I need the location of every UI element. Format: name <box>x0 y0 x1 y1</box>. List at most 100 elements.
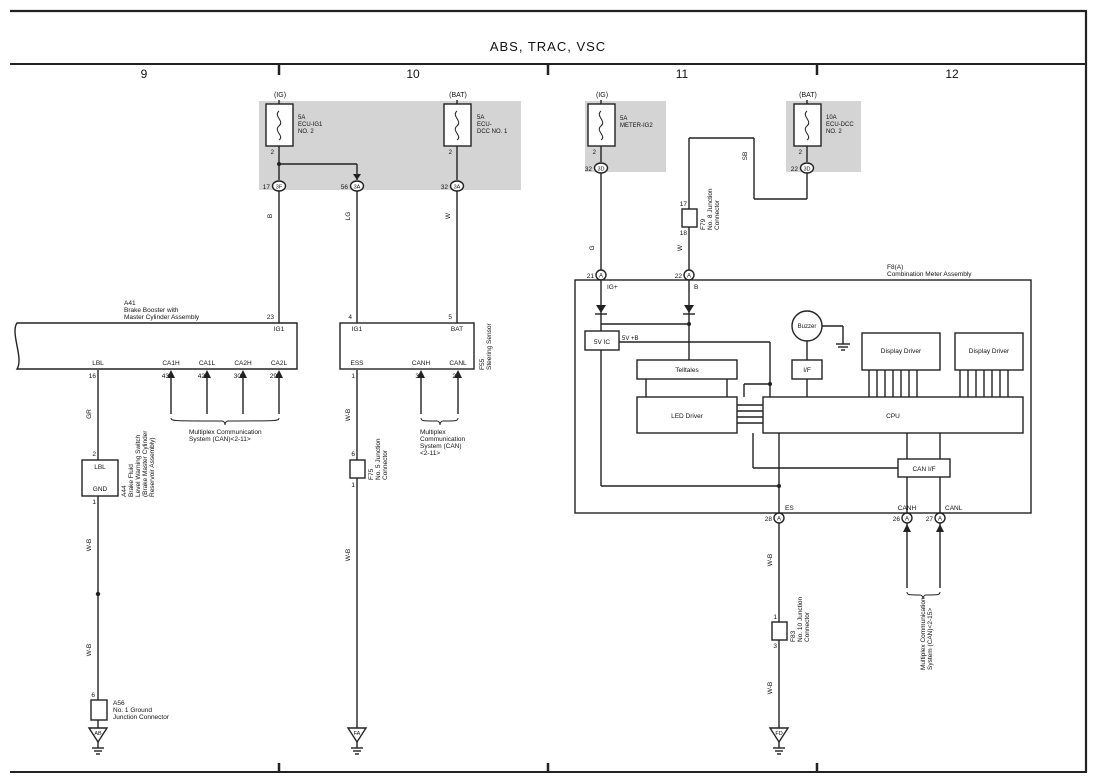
svg-text:CANH: CANH <box>898 505 917 512</box>
svg-text:GR: GR <box>86 409 93 419</box>
diagram-frame <box>10 9 1088 773</box>
svg-text:A: A <box>687 274 691 280</box>
svg-text:A44: A44 <box>121 485 128 497</box>
svg-text:ECU-IG1: ECU-IG1 <box>298 122 323 128</box>
svg-text:ECU-DCC: ECU-DCC <box>826 122 854 128</box>
svg-text:W: W <box>677 244 684 251</box>
svg-text:1: 1 <box>351 482 355 489</box>
svg-text:2: 2 <box>271 150 275 156</box>
svg-text:1: 1 <box>351 373 355 380</box>
svg-text:43: 43 <box>162 373 170 380</box>
svg-text:CANL: CANL <box>449 360 467 367</box>
svg-text:22: 22 <box>675 273 683 280</box>
svg-text:F55: F55 <box>479 358 486 370</box>
svg-text:<2-11>: <2-11> <box>420 450 440 457</box>
wires-left: B LG W <box>267 191 458 323</box>
svg-text:3F: 3F <box>276 185 283 191</box>
svg-text:CA1L: CA1L <box>199 360 216 367</box>
block-display-driver-2 <box>954 332 1024 371</box>
diagram-title: ABS, TRAC, VSC <box>490 39 606 54</box>
svg-text:F79: F79 <box>700 218 707 230</box>
svg-text:30: 30 <box>234 373 242 380</box>
connector-3a-bat: 3A 32 <box>441 146 465 192</box>
svg-text:17: 17 <box>263 184 271 191</box>
svg-text:Multiplex Communication: Multiplex Communication <box>189 429 262 436</box>
svg-text:G: G <box>589 245 596 250</box>
block-5v-ic <box>584 330 620 351</box>
svg-text:Level Warning Switch: Level Warning Switch <box>135 434 142 497</box>
svg-text:5V +B: 5V +B <box>622 336 639 342</box>
svg-text:Master Cylinder Assembly: Master Cylinder Assembly <box>124 314 200 321</box>
block-led-driver <box>636 396 738 434</box>
svg-text:Connector: Connector <box>804 611 811 642</box>
svg-text:2: 2 <box>452 373 456 380</box>
block-display-driver-1 <box>861 332 941 371</box>
svg-text:W-B: W-B <box>345 549 352 562</box>
svg-text:29: 29 <box>270 373 278 380</box>
fuse-ecu-dcc-no2: (BAT) 10A ECU-DCC NO. 2 2 <box>793 92 854 156</box>
wires-right-top: G SB W <box>589 137 808 270</box>
svg-text:10A: 10A <box>826 115 837 121</box>
svg-text:IG+: IG+ <box>607 284 618 291</box>
meter-pin-26-canh: A 26 <box>893 512 913 524</box>
svg-text:56: 56 <box>341 184 349 191</box>
svg-text:Communication: Communication <box>420 436 466 443</box>
svg-text:3: 3 <box>415 373 419 380</box>
svg-text:F83: F83 <box>790 630 797 642</box>
meter-pin-21-ig: A 21 <box>587 269 607 281</box>
f79-junction-connector: 17 18 F79 No. 8 Junction Connector <box>680 188 721 237</box>
svg-text:Junction Connector: Junction Connector <box>113 714 170 721</box>
svg-text:5: 5 <box>448 314 452 321</box>
svg-text:Display Driver: Display Driver <box>881 348 922 355</box>
svg-text:42: 42 <box>198 373 206 380</box>
svg-text:W-B: W-B <box>767 554 774 567</box>
svg-text:A41: A41 <box>124 300 136 307</box>
column-number-12: 12 <box>945 67 959 81</box>
fuse-ecu-dcc-no1: (BAT) 5A ECU- DCC NO. 1 2 <box>443 92 508 156</box>
svg-text:27: 27 <box>926 516 934 523</box>
column-number-9: 9 <box>141 67 148 81</box>
ground-point-ab: AB <box>87 727 109 755</box>
svg-text:2: 2 <box>799 150 803 156</box>
meter-pin-22-b: A 22 <box>675 269 695 281</box>
svg-text:DCC NO. 1: DCC NO. 1 <box>477 129 508 135</box>
svg-text:Multiplex Communication: Multiplex Communication <box>920 597 927 670</box>
column-number-10: 10 <box>406 67 420 81</box>
svg-text:4: 4 <box>348 314 352 321</box>
svg-text:No. 5 Junction: No. 5 Junction <box>375 438 382 480</box>
svg-text:W-B: W-B <box>345 409 352 422</box>
svg-text:System (CAN)<2-15>: System (CAN)<2-15> <box>927 608 934 670</box>
svg-text:No. 10 Junction: No. 10 Junction <box>797 596 804 642</box>
svg-text:3A: 3A <box>454 185 461 191</box>
svg-text:F75: F75 <box>368 468 375 480</box>
svg-text:1: 1 <box>773 614 777 621</box>
svg-text:NO. 2: NO. 2 <box>826 129 842 135</box>
svg-text:W-B: W-B <box>767 682 774 695</box>
svg-text:6: 6 <box>351 451 355 458</box>
svg-text:(Brake Master Cylinder: (Brake Master Cylinder <box>142 430 149 497</box>
svg-text:5A: 5A <box>620 116 627 122</box>
svg-text:BAT: BAT <box>451 326 463 333</box>
svg-text:26: 26 <box>893 516 901 523</box>
a44-brake-fluid-level-switch: GR 2 LBL GND 1 A44 Brake Fluid Level War… <box>81 370 156 700</box>
svg-text:Brake Booster with: Brake Booster with <box>124 307 179 314</box>
svg-text:Steering Sensor: Steering Sensor <box>486 323 493 370</box>
svg-text:A: A <box>599 274 603 280</box>
svg-text:2: 2 <box>92 451 96 458</box>
svg-text:FD: FD <box>775 731 782 737</box>
svg-text:ES: ES <box>785 505 794 512</box>
svg-text:6: 6 <box>91 692 95 699</box>
svg-text:5A: 5A <box>477 115 484 121</box>
svg-text:Buzzer: Buzzer <box>798 324 817 330</box>
junction-block-area-left <box>259 101 521 190</box>
svg-text:System (CAN): System (CAN) <box>420 443 462 450</box>
svg-text:32: 32 <box>585 166 593 173</box>
ground-point-fd: FD <box>768 727 790 755</box>
svg-text:Reservoir Assembly): Reservoir Assembly) <box>149 437 156 497</box>
svg-text:No. 8 Junction: No. 8 Junction <box>707 188 714 230</box>
ground-point-fa: FA <box>346 727 368 755</box>
block-telltales <box>636 359 738 380</box>
svg-text:CANH: CANH <box>412 360 431 367</box>
svg-text:W-B: W-B <box>86 644 93 657</box>
